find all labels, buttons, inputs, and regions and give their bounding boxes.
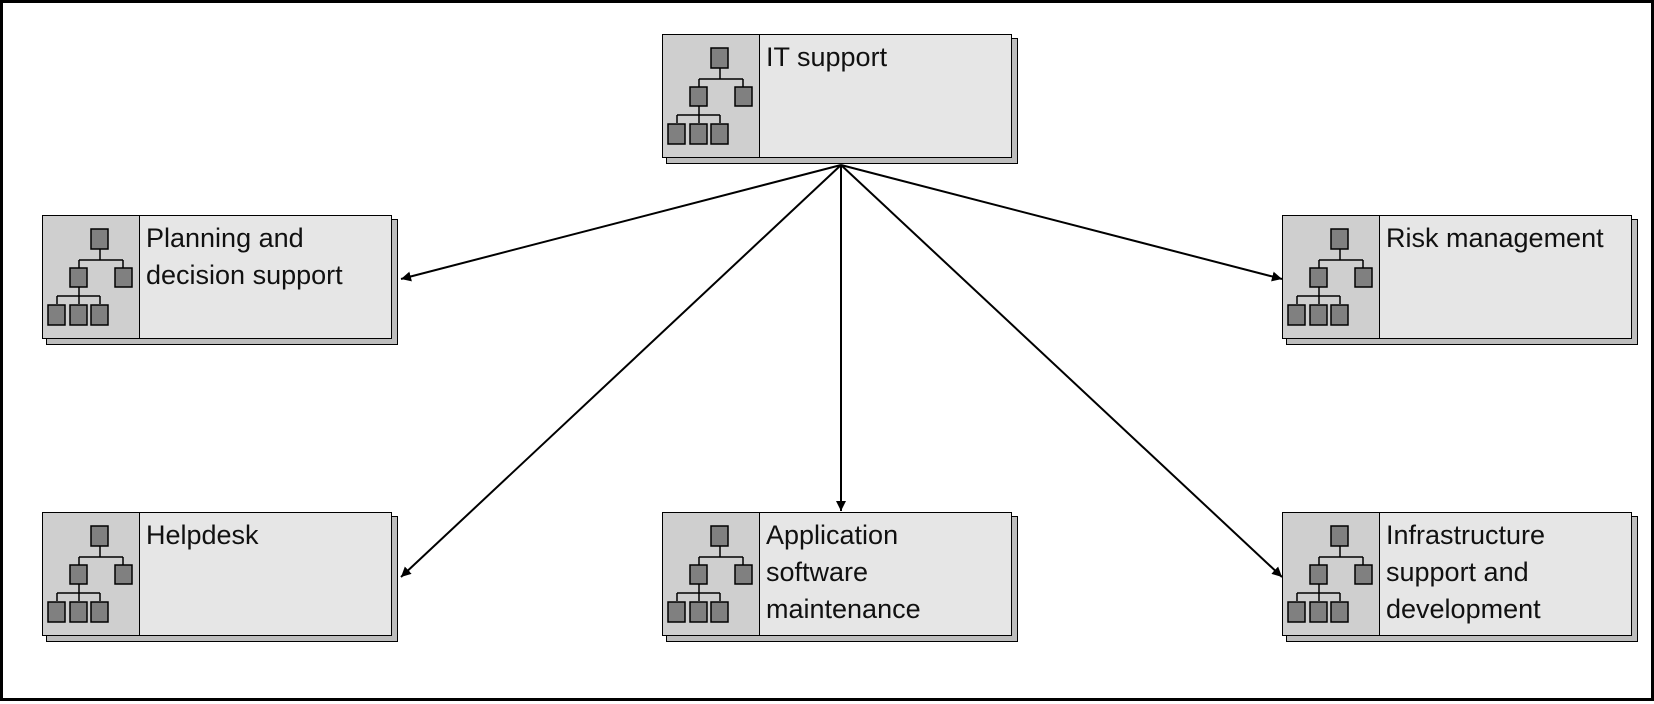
node-shadow-right xyxy=(1632,219,1638,343)
node-appsoft[interactable]: Application software maintenance xyxy=(662,512,1018,642)
edge-it-support-risk xyxy=(840,164,1283,282)
node-shadow-bottom xyxy=(666,158,1018,164)
node-shadow-bottom xyxy=(1286,339,1638,345)
node-face: IT support xyxy=(662,34,1012,158)
node-label: Risk management xyxy=(1386,223,1604,253)
node-shadow-bottom xyxy=(46,339,398,345)
org-chart-icon xyxy=(43,513,140,635)
node-shadow-bottom xyxy=(1286,636,1638,642)
org-chart-icon xyxy=(1283,513,1380,635)
node-shadow-right xyxy=(1012,516,1018,640)
node-label: Infrastructure support and development xyxy=(1386,520,1546,624)
node-label: Planning and decision support xyxy=(146,223,343,290)
node-face: Risk management xyxy=(1282,215,1632,339)
node-shadow-right xyxy=(392,516,398,640)
node-shadow-right xyxy=(392,219,398,343)
node-label: IT support xyxy=(766,42,888,72)
node-label: Application software maintenance xyxy=(766,520,921,624)
node-face: Planning and decision support xyxy=(42,215,392,339)
org-chart-icon xyxy=(43,216,140,338)
node-shadow-right xyxy=(1632,516,1638,640)
edge-layer xyxy=(400,164,1283,578)
node-it-support[interactable]: IT support xyxy=(662,34,1018,164)
node-risk[interactable]: Risk management xyxy=(1282,215,1638,345)
node-face: Application software maintenance xyxy=(662,512,1012,636)
node-shadow-bottom xyxy=(666,636,1018,642)
node-shadow-right xyxy=(1012,38,1018,162)
node-planning[interactable]: Planning and decision support xyxy=(42,215,398,345)
org-chart-icon xyxy=(1283,216,1380,338)
org-chart-icon xyxy=(663,35,760,157)
node-face: Helpdesk xyxy=(42,512,392,636)
edge-it-support-helpdesk xyxy=(400,164,842,578)
node-infra[interactable]: Infrastructure support and development xyxy=(1282,512,1638,642)
edge-it-support-infra xyxy=(840,164,1283,578)
org-chart-icon xyxy=(663,513,760,635)
edge-it-support-planning xyxy=(400,164,842,282)
node-label: Helpdesk xyxy=(146,520,259,550)
node-face: Infrastructure support and development xyxy=(1282,512,1632,636)
node-shadow-bottom xyxy=(46,636,398,642)
node-helpdesk[interactable]: Helpdesk xyxy=(42,512,398,642)
